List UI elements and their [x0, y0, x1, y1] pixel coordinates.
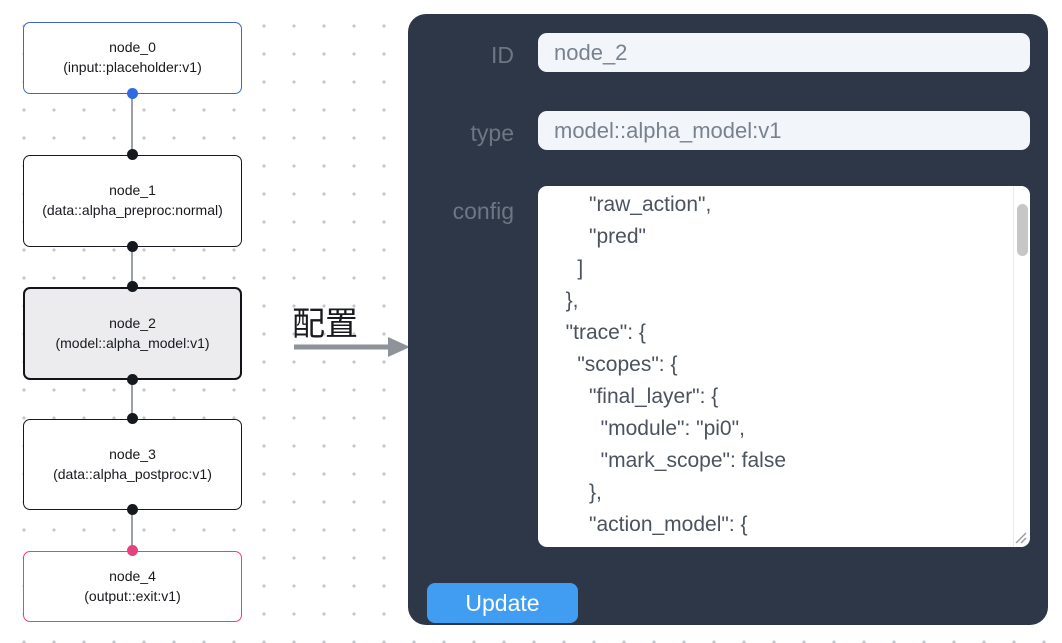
edge-node0-node1	[131, 94, 133, 155]
configure-label: 配置	[292, 305, 358, 342]
port-output-node_0[interactable]	[127, 88, 138, 99]
node-subtitle: (input::placeholder:v1)	[63, 59, 202, 75]
edge-node3-node4	[131, 510, 133, 551]
edge-node2-node3	[131, 380, 133, 419]
node-title: node_0	[109, 39, 156, 56]
port-input-node_4[interactable]	[127, 545, 138, 556]
port-output-node_1[interactable]	[127, 241, 138, 252]
port-output-node_2[interactable]	[127, 374, 138, 385]
node-subtitle: (output::exit:v1)	[84, 587, 181, 604]
node-subtitle: (data::alpha_preproc:normal)	[42, 202, 223, 218]
flow-node-node_3[interactable]: node_3 (data::alpha_postproc:v1)	[23, 419, 242, 510]
config-textarea[interactable]: "raw_action", "pred" ] }, "trace": { "sc…	[538, 186, 1030, 547]
flow-node-node_4[interactable]: node_4 (output::exit:v1)	[23, 551, 242, 622]
flow-node-node_1[interactable]: node_1 (data::alpha_preproc:normal)	[23, 155, 242, 247]
node-title: node_2	[109, 314, 156, 331]
config-field-label: config	[452, 198, 514, 224]
node-subtitle: (data::alpha_postproc:v1)	[53, 465, 212, 482]
node-config-panel: ID type config "raw_action", "pred" ] },…	[408, 14, 1048, 625]
type-field-label: type	[470, 120, 514, 146]
port-output-node_3[interactable]	[127, 504, 138, 515]
port-input-node_1[interactable]	[127, 149, 138, 160]
id-field-label: ID	[491, 42, 514, 68]
type-input[interactable]	[538, 111, 1030, 150]
config-json-text[interactable]: "raw_action", "pred" ] }, "trace": { "sc…	[565, 193, 786, 536]
port-input-node_3[interactable]	[127, 413, 138, 424]
port-input-node_2[interactable]	[127, 281, 138, 292]
update-button[interactable]: Update	[427, 583, 578, 623]
edge-node1-node2	[131, 247, 133, 287]
textarea-resize-handle-icon[interactable]	[1012, 529, 1028, 545]
id-input[interactable]	[538, 33, 1030, 72]
flow-node-node_2-selected[interactable]: node_2 (model::alpha_model:v1)	[23, 287, 242, 380]
right-arrow-icon	[294, 337, 410, 357]
flow-node-node_0[interactable]: node_0 (input::placeholder:v1)	[23, 22, 242, 94]
config-scrollbar-track[interactable]	[1013, 186, 1030, 547]
node-title: node_4	[109, 567, 156, 584]
node-subtitle: (model::alpha_model:v1)	[55, 334, 210, 351]
node-title: node_1	[109, 182, 156, 199]
config-scrollbar-thumb[interactable]	[1017, 204, 1028, 256]
node-title: node_3	[109, 445, 156, 462]
